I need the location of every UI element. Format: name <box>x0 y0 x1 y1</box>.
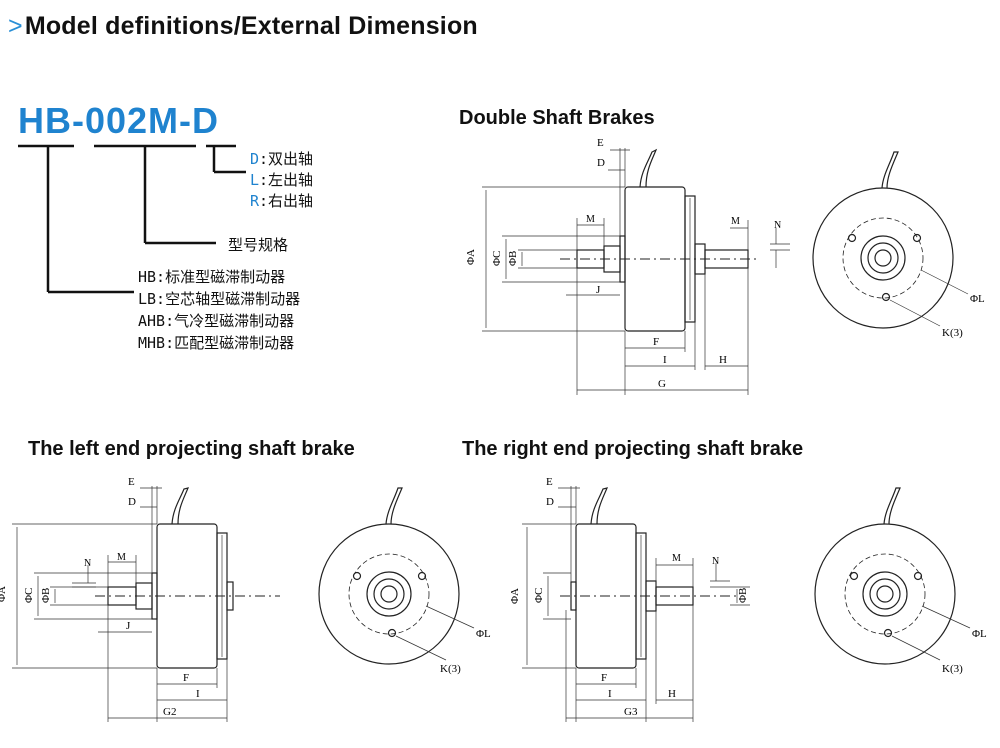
suffix-options: D:双出轴 L:左出轴 R:右出轴 <box>250 149 313 212</box>
dim-e-label: E <box>597 137 604 149</box>
type-hb: HB:标准型磁滞制动器 <box>138 268 286 286</box>
type-list: HB:标准型磁滞制动器 LB:空芯轴型磁滞制动器 AHB:气冷型磁滞制动器 MH… <box>138 266 300 354</box>
header-arrow-icon: > <box>8 12 23 40</box>
size-label: 型号规格 <box>228 236 289 254</box>
dim-l-label: ΦL <box>970 293 985 305</box>
section-title-double: Double Shaft Brakes <box>459 107 655 129</box>
type-lb: LB:空芯轴型磁滞制动器 <box>138 290 301 308</box>
dim-h-label-right: H <box>668 688 676 700</box>
dim-i-label-right: I <box>608 688 612 700</box>
dim-m-label-left: M <box>117 552 126 563</box>
dim-m-label-right-side: M <box>672 553 681 564</box>
suffix-option-r: R:右出轴 <box>250 192 314 210</box>
dim-d-label-right: D <box>546 496 554 508</box>
type-ahb: AHB:气冷型磁滞制动器 <box>138 312 295 330</box>
dim-a-label: ΦA <box>465 249 477 265</box>
dim-m-label-right: M <box>731 216 740 227</box>
dim-c-label-right: ΦC <box>533 588 545 603</box>
dim-b-label-right: ΦB <box>737 588 749 603</box>
section-title-right: The right end projecting shaft brake <box>462 438 804 460</box>
type-mhb: MHB:匹配型磁滞制动器 <box>138 334 295 352</box>
dim-e-label-left: E <box>128 476 135 488</box>
dim-f-label-right: F <box>601 672 607 684</box>
dim-e-label-right: E <box>546 476 553 488</box>
dim-l-label-right: ΦL <box>972 628 987 640</box>
suffix-option-l: L:左出轴 <box>250 171 314 189</box>
dim-l-label-left: ΦL <box>476 628 491 640</box>
dim-f-label: F <box>653 336 659 348</box>
dim-g-label: G <box>658 378 666 390</box>
dim-h-label: H <box>719 354 727 366</box>
dim-k-label-left: K(3) <box>440 663 461 675</box>
dim-n-label: N <box>774 220 781 231</box>
dim-i-label-left: I <box>196 688 200 700</box>
header-title: Model definitions/External Dimension <box>24 12 478 40</box>
dim-d-label-left: D <box>128 496 136 508</box>
dim-b-label: ΦB <box>507 251 519 266</box>
dim-a-label-right: ΦA <box>509 588 521 604</box>
dim-m-label: M <box>586 214 595 225</box>
dim-f-label-left: F <box>183 672 189 684</box>
suffix-option-d: D:双出轴 <box>250 150 314 168</box>
dim-g2-label: G2 <box>163 706 176 718</box>
dim-b-label-left: ΦB <box>40 588 52 603</box>
dim-i-label: I <box>663 354 667 366</box>
dim-n-label-left: N <box>84 558 91 569</box>
dim-a-label-left: ΦA <box>0 586 8 602</box>
dim-j-label-left: J <box>126 620 131 632</box>
dim-k-label: K(3) <box>942 327 963 339</box>
dim-g3-label: G3 <box>624 706 638 718</box>
dim-n-label-right: N <box>712 556 719 567</box>
dim-c-label: ΦC <box>491 251 503 266</box>
dim-j-label: J <box>596 284 601 296</box>
page-header: >Model definitions/External Dimension <box>8 12 478 41</box>
section-title-left: The left end projecting shaft brake <box>28 438 355 460</box>
model-code: HB-002M-D <box>18 100 220 141</box>
dim-k-label-right: K(3) <box>942 663 963 675</box>
dim-d-label: D <box>597 157 605 169</box>
dim-c-label-left: ΦC <box>23 588 35 603</box>
